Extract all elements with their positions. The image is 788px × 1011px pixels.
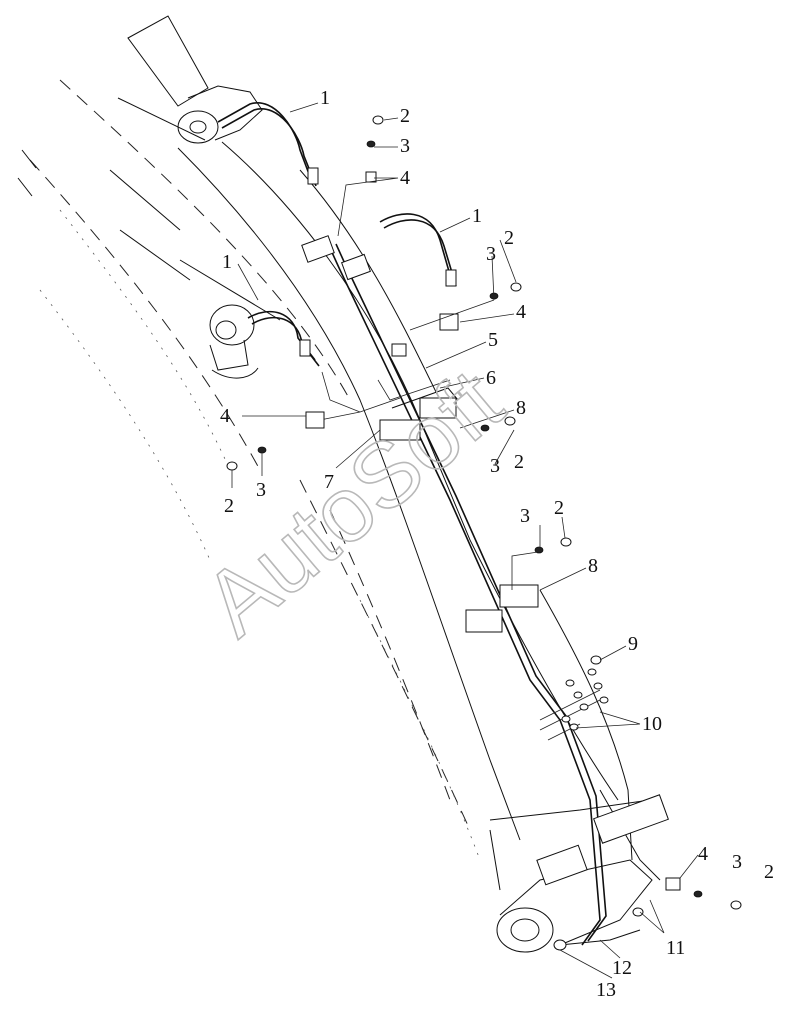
callout-5: 5 bbox=[488, 329, 498, 351]
callout-3: 3 bbox=[486, 243, 496, 265]
callout-1: 1 bbox=[222, 251, 232, 273]
callout-3: 3 bbox=[520, 505, 530, 527]
callout-6: 6 bbox=[486, 367, 496, 389]
callout-4: 4 bbox=[220, 405, 230, 427]
callout-10: 10 bbox=[642, 713, 662, 735]
callout-3: 3 bbox=[400, 135, 410, 157]
leader-lines bbox=[231, 102, 699, 979]
callout-3: 3 bbox=[732, 851, 742, 873]
callout-2: 2 bbox=[224, 495, 234, 517]
callout-9: 9 bbox=[628, 633, 638, 655]
callout-2: 2 bbox=[400, 105, 410, 127]
callout-13: 13 bbox=[596, 979, 616, 1001]
callout-3: 3 bbox=[490, 455, 500, 477]
callout-8: 8 bbox=[516, 397, 526, 419]
callout-labels: 1 2 3 4 1 2 3 4 5 6 1 4 2 3 7 8 3 2 3 2 … bbox=[220, 87, 774, 1001]
hydraulic-tubes bbox=[217, 102, 607, 946]
callout-4: 4 bbox=[516, 301, 526, 323]
callout-4: 4 bbox=[400, 167, 410, 189]
callout-2: 2 bbox=[504, 227, 514, 249]
callout-8: 8 bbox=[588, 555, 598, 577]
callout-7: 7 bbox=[324, 471, 334, 493]
callout-11: 11 bbox=[666, 937, 685, 959]
callout-12: 12 bbox=[612, 957, 632, 979]
callout-2: 2 bbox=[554, 497, 564, 519]
callout-2: 2 bbox=[764, 861, 774, 883]
callout-3: 3 bbox=[256, 479, 266, 501]
callout-4: 4 bbox=[698, 843, 708, 865]
callout-2: 2 bbox=[514, 451, 524, 473]
callout-1: 1 bbox=[472, 205, 482, 227]
callout-1: 1 bbox=[320, 87, 330, 109]
